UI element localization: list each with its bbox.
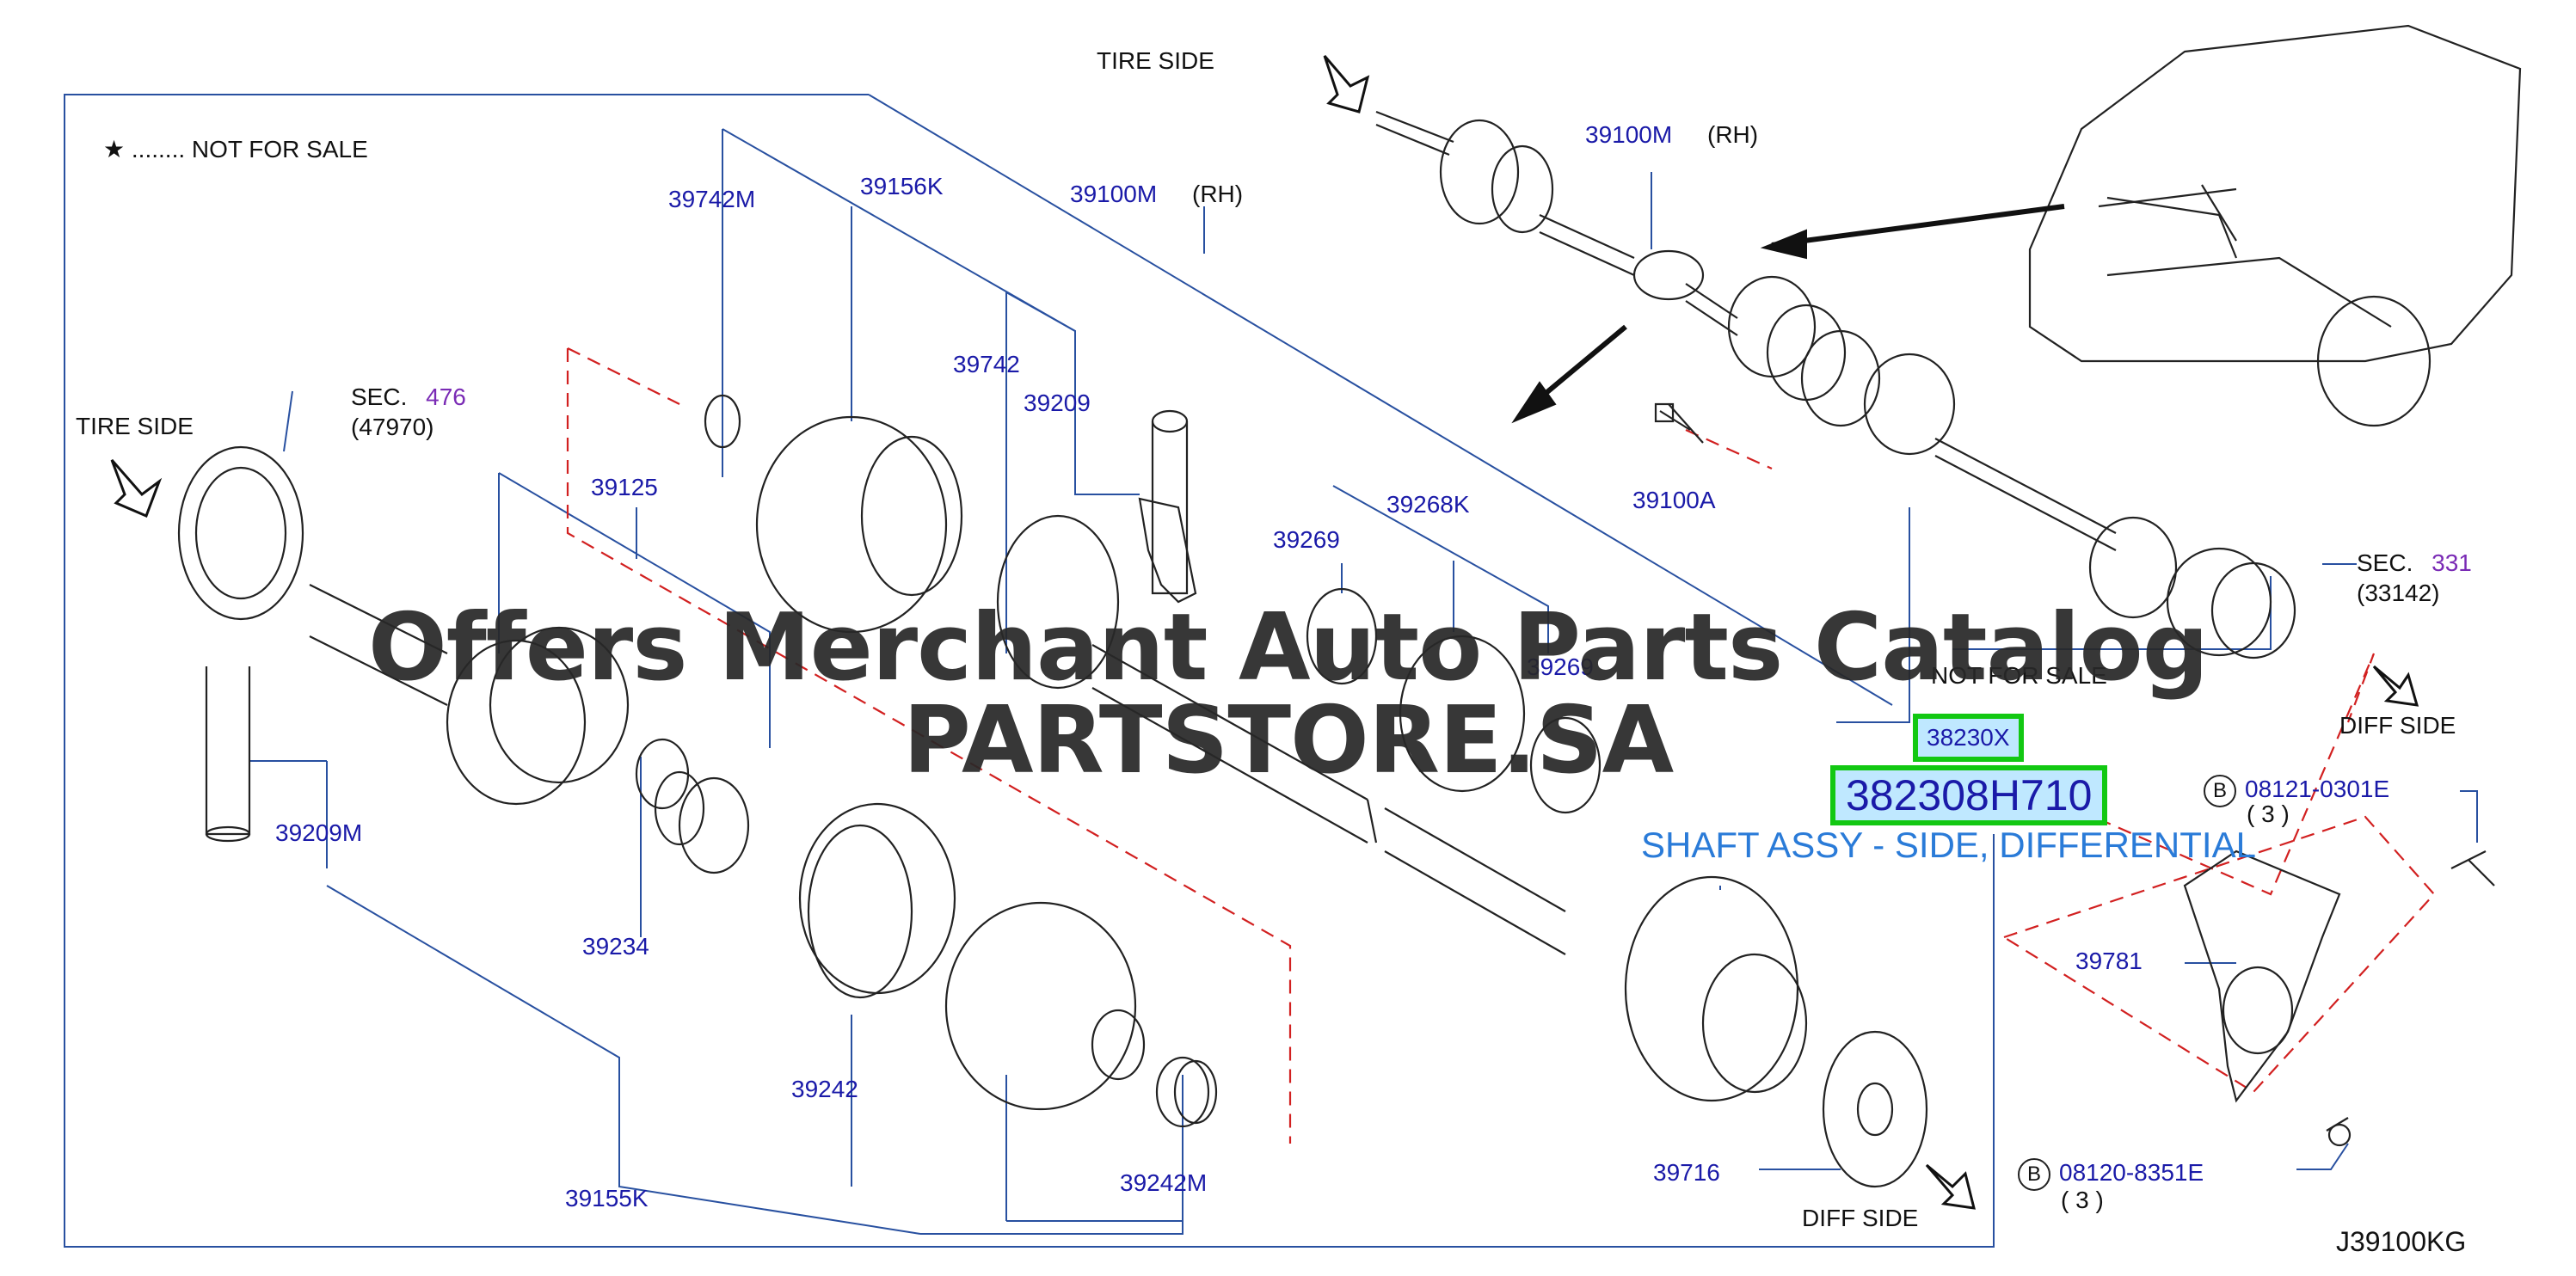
not-for-sale-label: NOT FOR SALE: [1931, 662, 2107, 689]
part-label-39242[interactable]: 39242: [791, 1076, 858, 1102]
part-description: SHAFT ASSY - SIDE, DIFFERENTIAL: [1641, 825, 2256, 865]
part-label-39125[interactable]: 39125: [591, 474, 658, 500]
part-label-39234[interactable]: 39234: [582, 933, 649, 960]
part-label-39155K[interactable]: 39155K: [565, 1185, 649, 1212]
bolt-label-08121[interactable]: B 08121-0301E: [2204, 775, 2389, 807]
diagram-code: J39100KG: [2336, 1226, 2467, 1257]
part-label-39100M-frame[interactable]: 39100M: [1070, 181, 1158, 207]
part-label-39781[interactable]: 39781: [2075, 948, 2143, 974]
rh-label-frame: (RH): [1192, 181, 1244, 207]
part-label-39156K[interactable]: 39156K: [860, 173, 944, 199]
bolt-label-08120[interactable]: B 08120-8351E: [2018, 1158, 2204, 1191]
bolt-b-circle-icon: B: [2204, 775, 2236, 807]
part-label-39242M[interactable]: 39242M: [1120, 1169, 1208, 1196]
frame-outline: [64, 94, 1995, 1248]
diff-side-label-right: DIFF SIDE: [2339, 712, 2456, 739]
section-sub-right: (33142): [2357, 580, 2440, 606]
part-label-39742[interactable]: 39742: [953, 351, 1020, 377]
tire-side-label-top: TIRE SIDE: [1097, 47, 1214, 74]
section-sub-left: (47970): [351, 414, 434, 440]
section-number-left[interactable]: 476: [426, 383, 466, 410]
part-label-39716[interactable]: 39716: [1653, 1159, 1720, 1186]
part-label-39100A[interactable]: 39100A: [1632, 487, 1716, 513]
part-label-39269[interactable]: 39269: [1273, 526, 1340, 553]
part-label-39209M[interactable]: 39209M: [275, 819, 363, 846]
section-ref-left: SEC. 476: [351, 383, 466, 410]
bolt-b-circle-icon: B: [2018, 1158, 2050, 1191]
quantity-08121: ( 3 ): [2247, 801, 2290, 827]
star-icon: ★: [103, 136, 126, 163]
watermark-text: Offers Merchant Auto Parts Catalog PARTS…: [367, 594, 2209, 794]
bolt-08120-number: 08120-8351E: [2059, 1159, 2204, 1186]
part-label-39100M-top[interactable]: 39100M: [1585, 121, 1673, 148]
part-label-39209[interactable]: 39209: [1024, 390, 1091, 416]
part-label-39742M[interactable]: 39742M: [668, 186, 756, 212]
section-ref-right: SEC. 331: [2357, 549, 2472, 576]
highlight-part-number[interactable]: 382308H710: [1830, 765, 2108, 825]
part-label-39268K[interactable]: 39268K: [1386, 491, 1470, 518]
rh-label-top: (RH): [1707, 121, 1759, 148]
legend-text: ........ NOT FOR SALE: [131, 136, 368, 163]
diff-side-label-bottom: DIFF SIDE: [1802, 1205, 1919, 1231]
tire-side-label-left: TIRE SIDE: [76, 413, 194, 439]
part-label-39269-lower[interactable]: 39269: [1527, 653, 1594, 680]
quantity-08120: ( 3 ): [2061, 1187, 2104, 1213]
bolt-08121-number: 08121-0301E: [2245, 776, 2390, 802]
not-for-sale-legend: ★ ........ NOT FOR SALE: [103, 138, 368, 162]
highlight-part-38230X[interactable]: 38230X: [1913, 714, 2024, 762]
section-number-right[interactable]: 331: [2432, 549, 2472, 576]
